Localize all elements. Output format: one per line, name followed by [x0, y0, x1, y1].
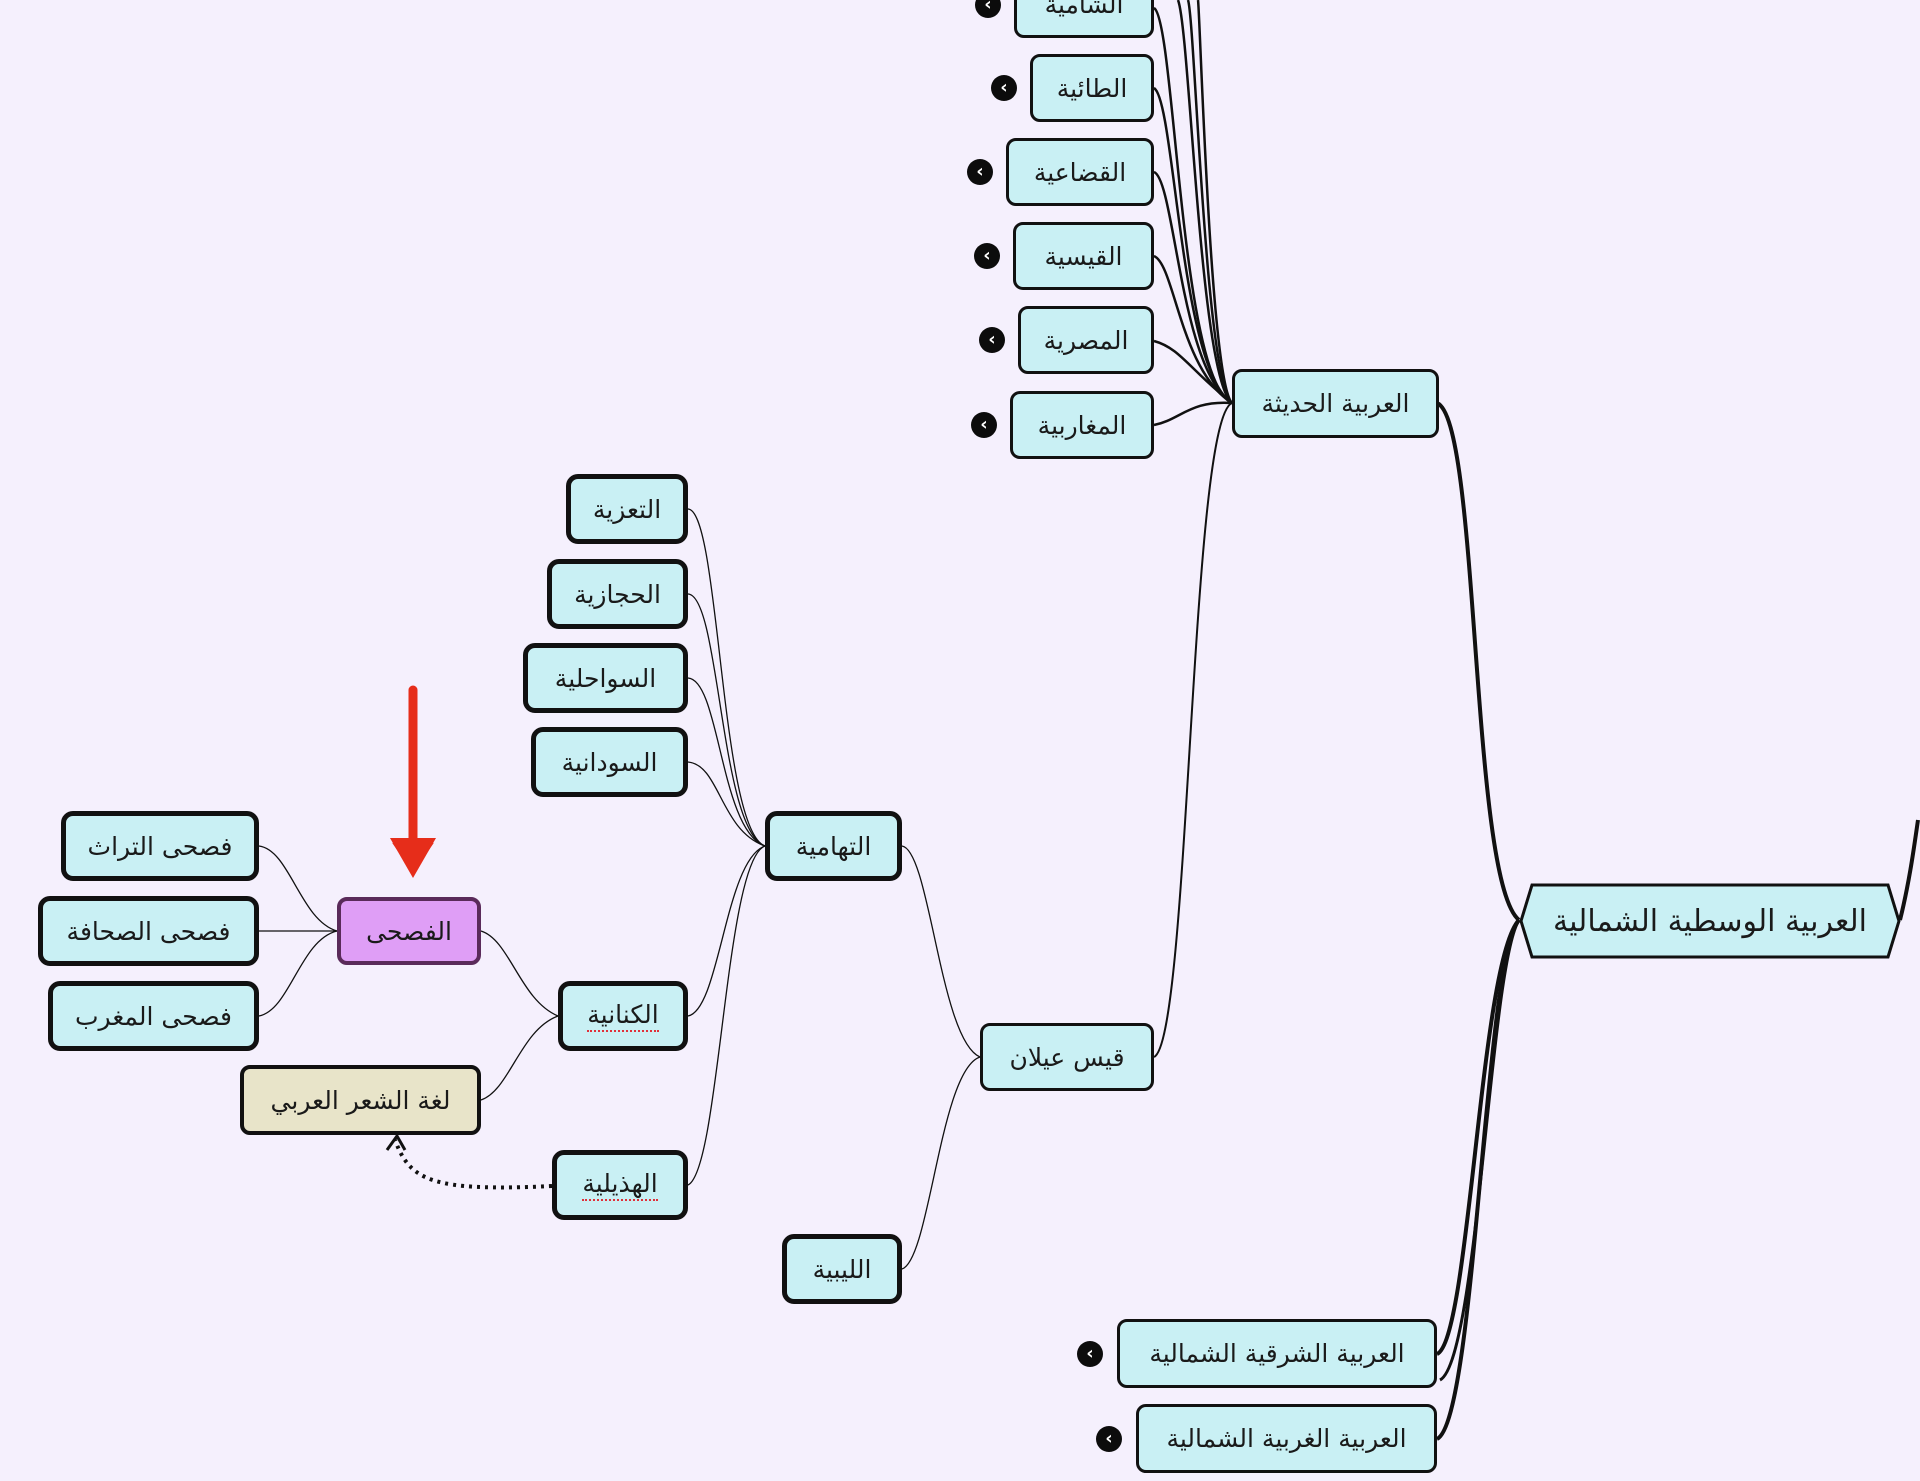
collapse-qaysiya-button[interactable]: ‹ — [974, 243, 1000, 269]
node-maghrabiya-label: المغاربية — [1037, 410, 1127, 440]
root-node-label: العربية الوسطية الشمالية — [1553, 903, 1867, 939]
collapse-qudaiya-button[interactable]: ‹ — [967, 159, 993, 185]
node-hudhaliya[interactable]: الهذيلية — [552, 1150, 688, 1220]
node-qaysiya-label: القيسية — [1044, 241, 1123, 271]
node-maghrabiya[interactable]: المغاربية — [1010, 391, 1154, 459]
node-taiya-label: الطائية — [1056, 73, 1128, 103]
node-fusha-sahafa[interactable]: فصحى الصحافة — [38, 896, 259, 966]
node-masriya[interactable]: المصرية — [1018, 306, 1154, 374]
node-poetry-language[interactable]: لغة الشعر العربي — [240, 1065, 481, 1135]
node-qays-aylan-label: قيس عيلان — [1009, 1042, 1125, 1072]
node-northeastern-arabic[interactable]: العربية الشرقية الشمالية — [1117, 1319, 1437, 1388]
node-northeastern-arabic-label: العربية الشرقية الشمالية — [1149, 1339, 1405, 1368]
collapse-northeastern-button[interactable]: ‹ — [1077, 1341, 1103, 1367]
chevron-left-icon: ‹ — [983, 245, 991, 266]
node-fusha-label: الفصحى — [366, 916, 452, 946]
collapse-maghrabiya-button[interactable]: ‹ — [971, 412, 997, 438]
node-libiya-label: الليبية — [812, 1254, 872, 1284]
node-masriya-label: المصرية — [1043, 325, 1129, 355]
node-libiya[interactable]: الليبية — [782, 1234, 902, 1304]
chevron-left-icon: ‹ — [1105, 1428, 1113, 1449]
node-hijaziya-label: الحجازية — [574, 579, 661, 609]
node-sawahiliya[interactable]: السواحلية — [523, 643, 688, 713]
node-fusha-maghrib-label: فصحى المغرب — [75, 1001, 232, 1031]
node-qaysiya[interactable]: القيسية — [1013, 222, 1154, 290]
node-fusha-turath[interactable]: فصحى التراث — [61, 811, 259, 881]
node-northwestern-arabic-label: العربية الغربية الشمالية — [1166, 1424, 1407, 1453]
node-hijaziya[interactable]: الحجازية — [547, 559, 688, 629]
chevron-left-icon: ‹ — [980, 414, 988, 435]
collapse-northwestern-button[interactable]: ‹ — [1096, 1426, 1122, 1452]
node-qudaiya-label: القضاعية — [1033, 157, 1127, 187]
node-shamiya-label: الشامية — [1044, 0, 1124, 19]
chevron-left-icon: ‹ — [1086, 1343, 1094, 1364]
collapse-shamiya-button[interactable]: ‹ — [975, 0, 1001, 18]
node-fusha-maghrib[interactable]: فصحى المغرب — [48, 981, 259, 1051]
node-sawahiliya-label: السواحلية — [554, 663, 657, 693]
node-modern-arabic[interactable]: العربية الحديثة — [1232, 369, 1439, 438]
node-qudaiya[interactable]: القضاعية — [1006, 138, 1154, 206]
node-qays-aylan[interactable]: قيس عيلان — [980, 1023, 1154, 1091]
node-kinaniya[interactable]: الكنانية — [558, 981, 688, 1051]
node-fusha-turath-label: فصحى التراث — [87, 831, 233, 861]
chevron-left-icon: ‹ — [988, 329, 996, 350]
node-sudaniya-label: السودانية — [561, 747, 658, 777]
chevron-left-icon: ‹ — [984, 0, 992, 15]
node-northwestern-arabic[interactable]: العربية الغربية الشمالية — [1136, 1404, 1437, 1473]
node-taiziya-label: التعزية — [592, 494, 662, 524]
node-poetry-language-label: لغة الشعر العربي — [270, 1085, 451, 1115]
node-tihamiya[interactable]: التهامية — [765, 811, 902, 881]
node-fusha[interactable]: الفصحى — [337, 897, 481, 965]
node-modern-arabic-label: العربية الحديثة — [1261, 389, 1410, 418]
node-kinaniya-label: الكنانية — [587, 1000, 659, 1032]
chevron-left-icon: ‹ — [976, 161, 984, 182]
collapse-taiya-button[interactable]: ‹ — [991, 75, 1017, 101]
node-tihamiya-label: التهامية — [795, 831, 872, 861]
collapse-masriya-button[interactable]: ‹ — [979, 327, 1005, 353]
node-hudhaliya-label: الهذيلية — [582, 1169, 658, 1201]
root-node[interactable]: العربية الوسطية الشمالية — [1519, 883, 1901, 959]
node-sudaniya[interactable]: السودانية — [531, 727, 688, 797]
node-taiziya[interactable]: التعزية — [566, 474, 688, 544]
node-taiya[interactable]: الطائية — [1030, 54, 1154, 122]
red-marker-arrow — [390, 685, 436, 878]
hexagon-shape — [1519, 883, 1901, 959]
chevron-left-icon: ‹ — [1000, 77, 1008, 98]
node-shamiya[interactable]: الشامية — [1014, 0, 1154, 38]
node-fusha-sahafa-label: فصحى الصحافة — [66, 916, 231, 946]
